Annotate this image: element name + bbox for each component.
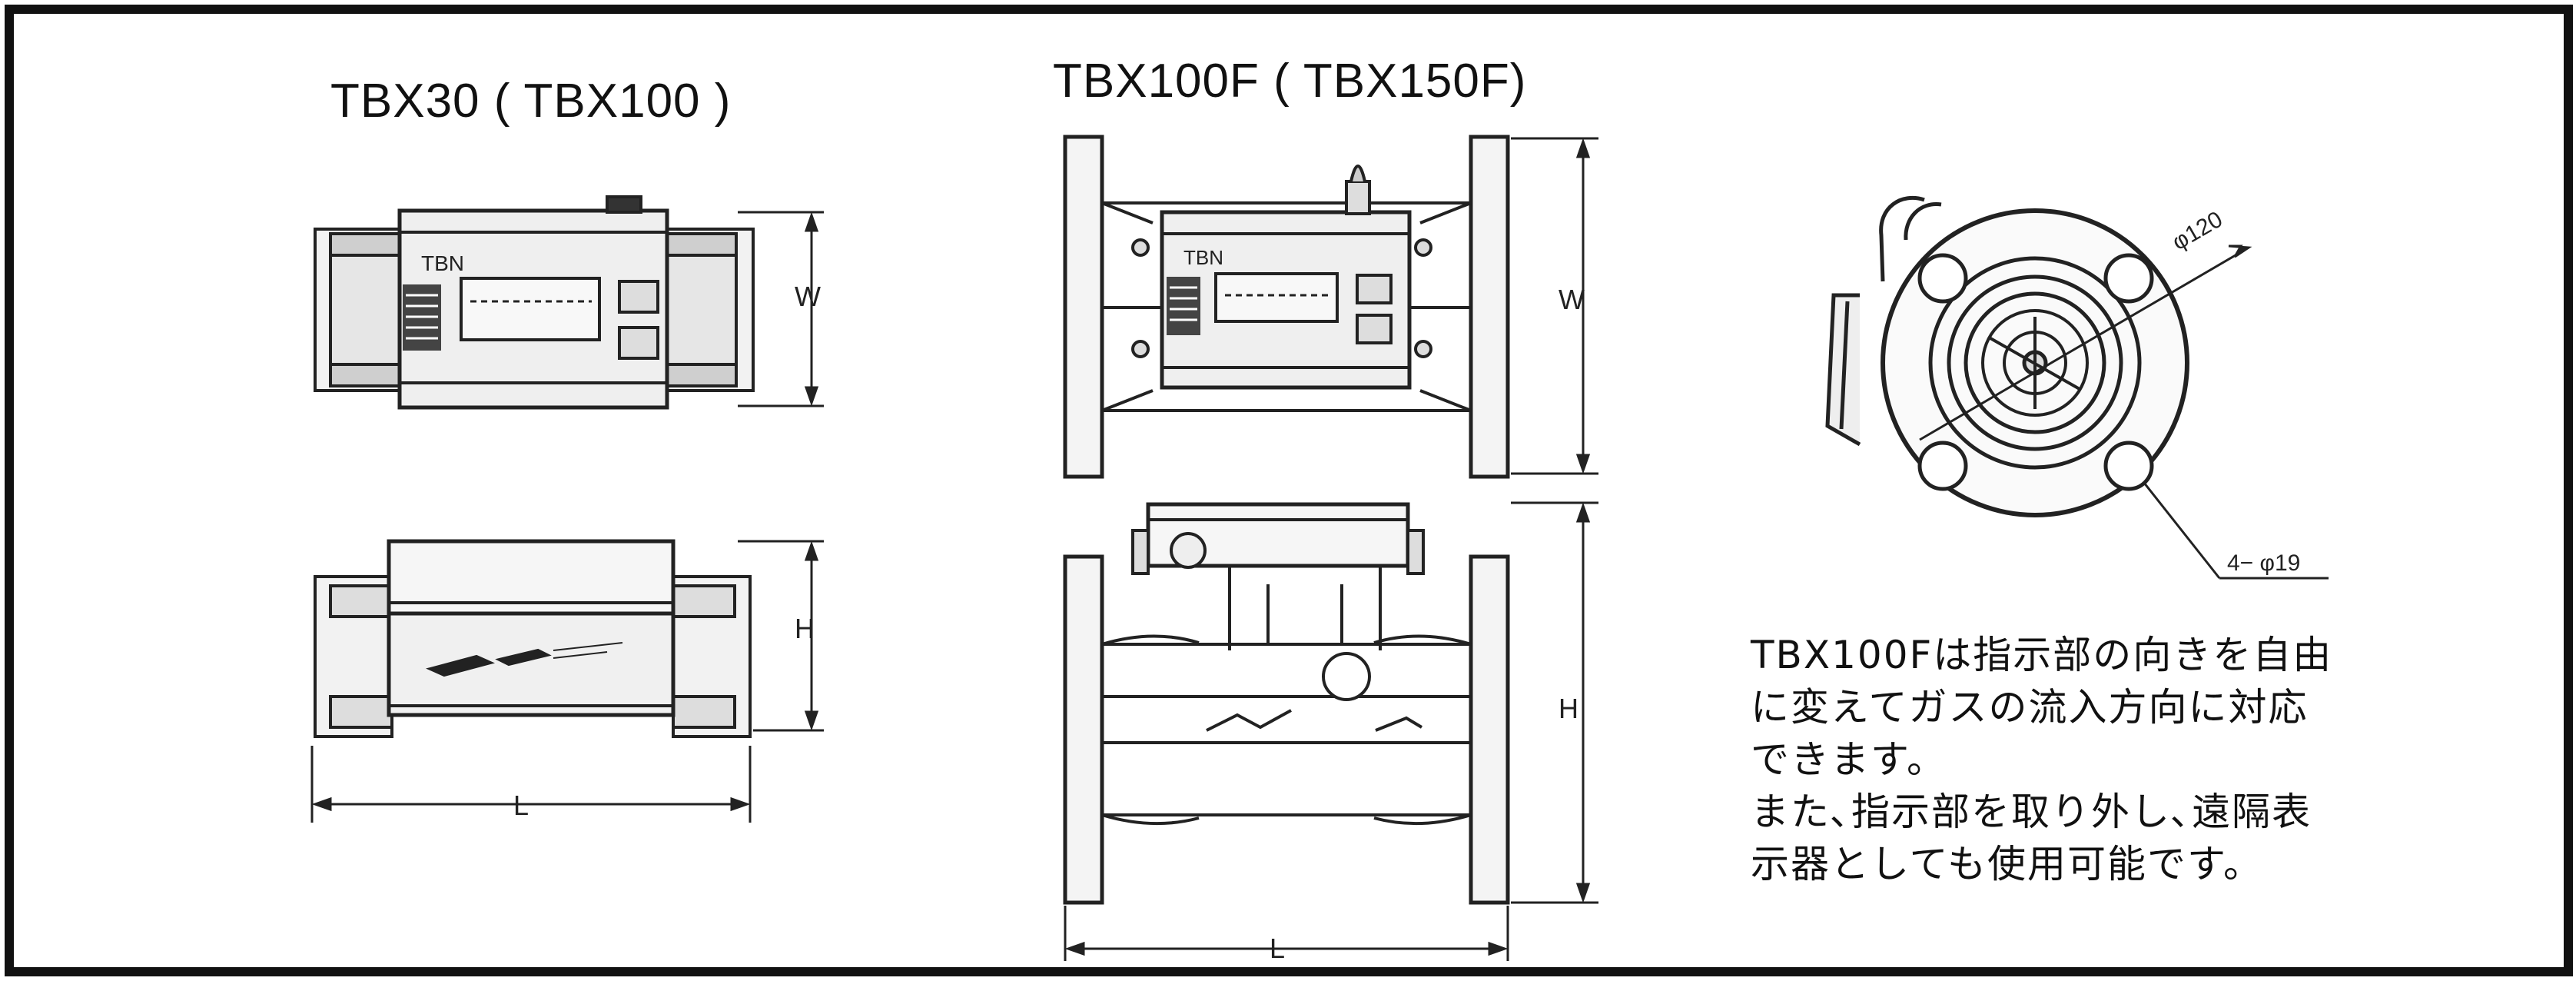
title-tbx30: TBX30 ( TBX100 ) <box>330 75 732 128</box>
tbx30-side-view <box>314 539 752 738</box>
note-line-2: に変えてガスの流入方向に対応 <box>1751 685 2309 730</box>
tbx30-l-label: L <box>513 790 529 821</box>
note-text: TBX100Fは指示部の向きを自由 に変えてガスの流入方向に対応 できます。 ま… <box>1751 629 2565 890</box>
diameter-label: φ120 <box>2168 207 2227 255</box>
holes-label: 4− φ19 <box>2227 550 2300 576</box>
flange-front-view <box>1825 195 2189 517</box>
tbx100f-l-dimension <box>1064 906 1509 961</box>
tbx100f-device-label: TBN <box>1183 246 1223 269</box>
tbx30-top-view <box>314 195 755 410</box>
tbx30-w-label: W <box>795 281 821 312</box>
note-line-5: 示器としても使用可能です。 <box>1751 842 2263 886</box>
note-line-3: できます。 <box>1751 737 1947 782</box>
tbx100f-w-dimension <box>1511 137 1598 475</box>
outer-border <box>5 5 2573 976</box>
hole-leader <box>2143 482 2329 580</box>
tbx100f-h-label: H <box>1559 693 1578 724</box>
tbx30-h-label: H <box>795 613 815 644</box>
tbx100f-top-view <box>1063 135 1510 479</box>
diameter-leader <box>1919 244 2252 441</box>
tbx30-h-dimension <box>738 540 824 732</box>
note-line-1: TBX100Fは指示部の向きを自由 <box>1751 633 2333 677</box>
tbx100f-l-label: L <box>1270 933 1285 964</box>
tbx30-l-dimension <box>310 746 752 823</box>
note-line-4: また､指示部を取り外し､遠隔表 <box>1751 790 2312 834</box>
title-tbx100f: TBX100F ( TBX150F) <box>1053 55 1527 108</box>
tbx100f-side-view <box>1063 502 1510 905</box>
tbx30-device-label: TBN <box>421 251 464 275</box>
tbx30-w-dimension <box>738 211 824 407</box>
tbx100f-h-dimension <box>1511 501 1598 904</box>
tbx100f-w-label: W <box>1559 284 1585 315</box>
